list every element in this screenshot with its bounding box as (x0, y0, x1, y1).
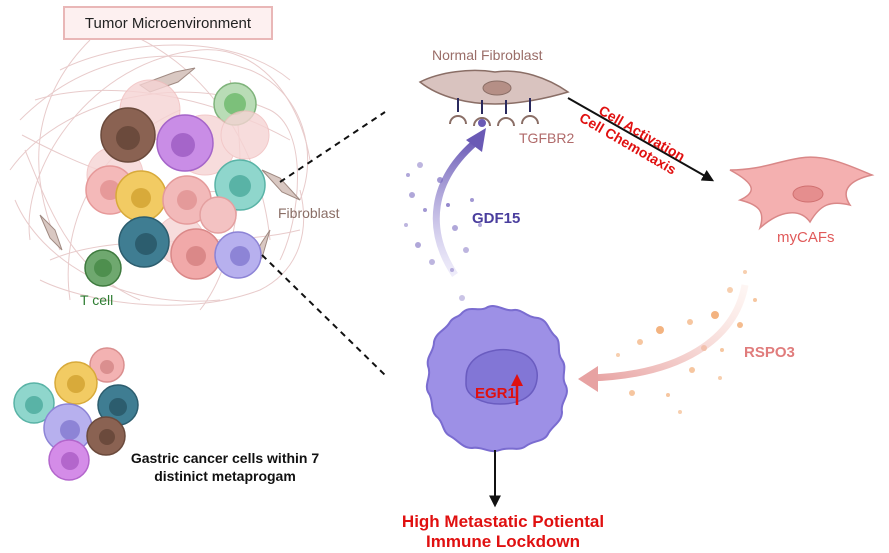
gdf15-label: GDF15 (472, 210, 521, 227)
egr1-label: EGR1 (475, 385, 516, 402)
up-arrow-icon (511, 374, 523, 405)
page-title: Tumor Microenvironment (84, 14, 252, 32)
rspo3-arrowhead (578, 366, 598, 392)
zoom-lines (261, 111, 386, 376)
rspo3-arrow (589, 284, 749, 382)
normal-fibroblast-label: Normal Fibroblast (432, 47, 543, 63)
activation-arrow (567, 97, 715, 182)
gdf15-arrowhead (466, 128, 486, 152)
fibroblast-label: Fibroblast (278, 205, 340, 221)
cluster-label-line2: distinict metaprogam (154, 468, 296, 484)
gdf15-dots (404, 162, 482, 301)
cluster-label: Gastric cancer cells within 7 distinict … (125, 449, 325, 485)
rspo3-label: RSPO3 (744, 344, 795, 361)
mycaf-icon (729, 156, 875, 231)
normal-fibroblast-icon (418, 69, 570, 105)
tumor-cluster (85, 79, 270, 280)
tgfbr2-receptor-icon (449, 98, 539, 127)
ecm-fibers (9, 29, 311, 311)
outcome-label-line1: High Metastatic Potiental (401, 512, 605, 531)
cancer-cell-icon (425, 305, 568, 453)
tgfbr2-label: TGFBR2 (519, 130, 575, 146)
cluster-label-line1: Gastric cancer cells within 7 (130, 450, 320, 466)
outcome-label-line2: Immune Lockdown (426, 532, 580, 551)
t-cell-lower (84, 249, 122, 287)
mycafs-label: myCAFs (777, 229, 835, 246)
cell-cluster (13, 347, 139, 481)
outcome-label: High Metastatic Potiental Immune Lockdow… (383, 512, 623, 552)
rspo3-dots (616, 270, 757, 414)
gdf15-arrow (432, 137, 481, 277)
t-cell-label: T cell (80, 292, 114, 308)
title-box: Tumor Microenvironment (63, 6, 273, 40)
